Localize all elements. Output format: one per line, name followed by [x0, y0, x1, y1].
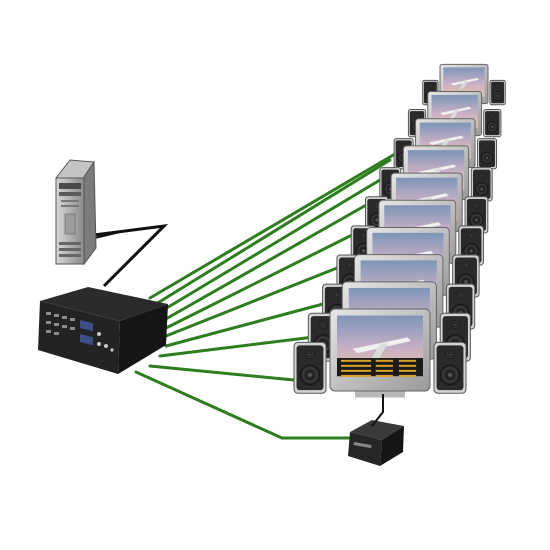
green-cable [148, 152, 397, 300]
speaker-icon [476, 138, 498, 170]
speaker-icon [489, 79, 506, 106]
green-cable [134, 370, 352, 440]
monitor-icon [293, 308, 467, 398]
video-splitter-box-icon [38, 287, 168, 374]
video-cables [134, 152, 397, 440]
monitor-stack [293, 63, 506, 398]
speaker-icon [464, 196, 489, 234]
green-cable [158, 175, 387, 314]
green-cable [164, 226, 368, 330]
small-receiver-box-icon [348, 420, 404, 466]
green-cable [164, 260, 354, 338]
green-cable [148, 364, 296, 382]
green-cable [158, 333, 332, 358]
speaker-icon [293, 341, 327, 394]
green-cable [162, 198, 377, 322]
black-cable [85, 223, 169, 288]
green-cable [154, 158, 392, 306]
speaker-icon [433, 341, 467, 394]
speaker-icon [470, 167, 493, 202]
pc-cable [85, 223, 169, 288]
receiver-cable [371, 394, 384, 427]
computer-tower-icon [55, 159, 97, 266]
green-cable [164, 298, 340, 348]
speaker-icon [483, 108, 502, 138]
